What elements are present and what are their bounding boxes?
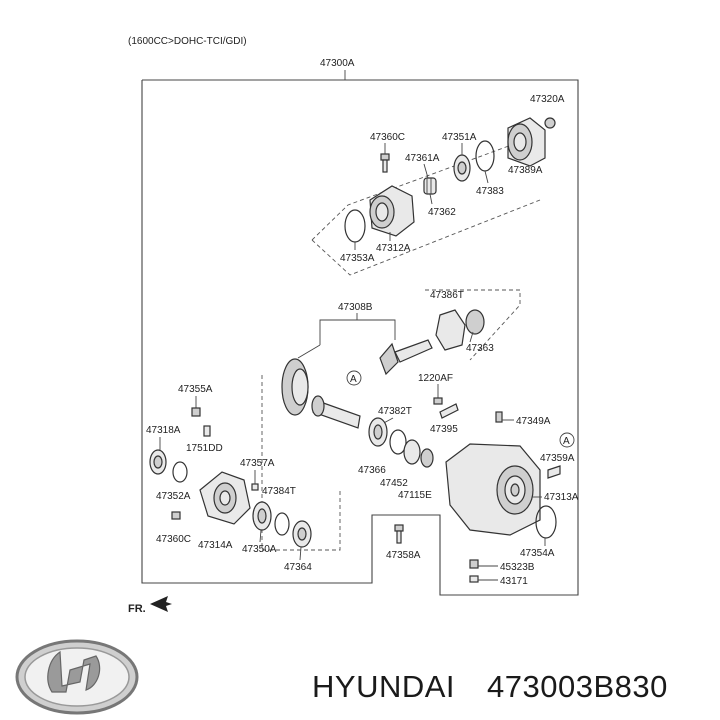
label-47350A: 47350A — [242, 544, 277, 555]
label-47308B: 47308B — [338, 302, 373, 313]
shim-near-47364 — [274, 512, 290, 536]
assembly-frame — [141, 79, 579, 596]
flange-47389A — [507, 117, 556, 167]
label-47313A: 47313A — [544, 492, 579, 503]
ref-marker-a-right-text: A — [563, 436, 570, 447]
label-47363: 47363 — [466, 343, 494, 354]
bearing-47362 — [423, 177, 437, 195]
label-47115E: 47115E — [398, 490, 432, 501]
bolt-47320A — [544, 117, 556, 129]
ring-gear — [281, 358, 309, 416]
bolt-47360C-bottom — [171, 511, 181, 520]
part-number: 473003B830 — [487, 669, 668, 704]
plug-47359A — [547, 465, 561, 479]
ref-marker-a-mid — [346, 370, 362, 386]
ring-47115E — [403, 439, 421, 465]
label-47359A: 47359A — [540, 453, 575, 464]
bracket-47308B — [319, 319, 396, 345]
hyundai-logo — [15, 639, 139, 715]
oring-47383 — [475, 140, 495, 172]
plate-47386T — [435, 309, 466, 351]
oring-47353A — [344, 209, 366, 243]
label-47354A: 47354A — [520, 548, 555, 559]
diff-shaft — [311, 395, 361, 429]
label-47384T: 47384T — [262, 486, 296, 497]
label-47351A: 47351A — [442, 132, 477, 143]
front-arrow-icon — [150, 596, 172, 612]
seal-47363 — [465, 309, 485, 335]
bolt-47355A — [191, 407, 201, 417]
front-label: FR. — [128, 603, 146, 615]
label-43171: 43171 — [500, 576, 528, 587]
engine-spec-header: (1600CC>DOHC-TCI/GDI) — [128, 36, 247, 47]
label-47355A: 47355A — [178, 384, 213, 395]
label-47386T: 47386T — [430, 290, 464, 301]
shim-47452 — [389, 429, 407, 455]
label-47395: 47395 — [430, 424, 458, 435]
label-47362: 47362 — [428, 207, 456, 218]
assembly-label: 47300A — [320, 58, 355, 69]
washer-43171 — [469, 575, 479, 583]
oring-47352A — [172, 461, 188, 483]
bolt-1220AF — [433, 397, 443, 405]
label-47389A: 47389A — [508, 165, 543, 176]
label-47349A: 47349A — [516, 416, 551, 427]
oring-47354A — [535, 505, 557, 539]
case-47314A — [199, 471, 251, 525]
ref-marker-a-right — [559, 432, 575, 448]
upper-flange-group — [311, 117, 556, 276]
bolt-47360C-top — [380, 153, 390, 173]
housing-47312A — [369, 185, 415, 237]
label-47382T: 47382T — [378, 406, 412, 417]
label-1220AF: 1220AF — [418, 373, 453, 384]
label-45323B: 45323B — [500, 562, 535, 573]
pin-1751DD — [203, 425, 211, 437]
label-47383: 47383 — [476, 186, 504, 197]
label-47360C-top: 47360C — [370, 132, 405, 143]
label-47452: 47452 — [380, 478, 408, 489]
label-47364: 47364 — [284, 562, 312, 573]
label-47358A: 47358A — [386, 550, 421, 561]
label-47352A: 47352A — [156, 491, 191, 502]
label-1751DD: 1751DD — [186, 443, 223, 454]
pinion-47308B — [379, 339, 433, 376]
label-47366: 47366 — [358, 465, 386, 476]
label-47360C-bottom: 47360C — [156, 534, 191, 545]
label-47357A: 47357A — [240, 458, 275, 469]
ref-marker-a-mid-text: A — [350, 374, 357, 385]
label-47314A: 47314A — [198, 540, 233, 551]
label-47318A: 47318A — [146, 425, 181, 436]
label-47312A: 47312A — [376, 243, 411, 254]
clip-47395 — [439, 403, 459, 419]
bolt-47357A — [251, 483, 259, 491]
transfer-case-47313A — [445, 411, 541, 536]
label-47353A: 47353A — [340, 253, 375, 264]
plug-45323B — [469, 559, 479, 569]
brand-name: HYUNDAI — [312, 669, 455, 704]
label-47320A: 47320A — [530, 94, 565, 105]
bolt-47358A — [394, 524, 404, 544]
label-47361A: 47361A — [405, 153, 440, 164]
